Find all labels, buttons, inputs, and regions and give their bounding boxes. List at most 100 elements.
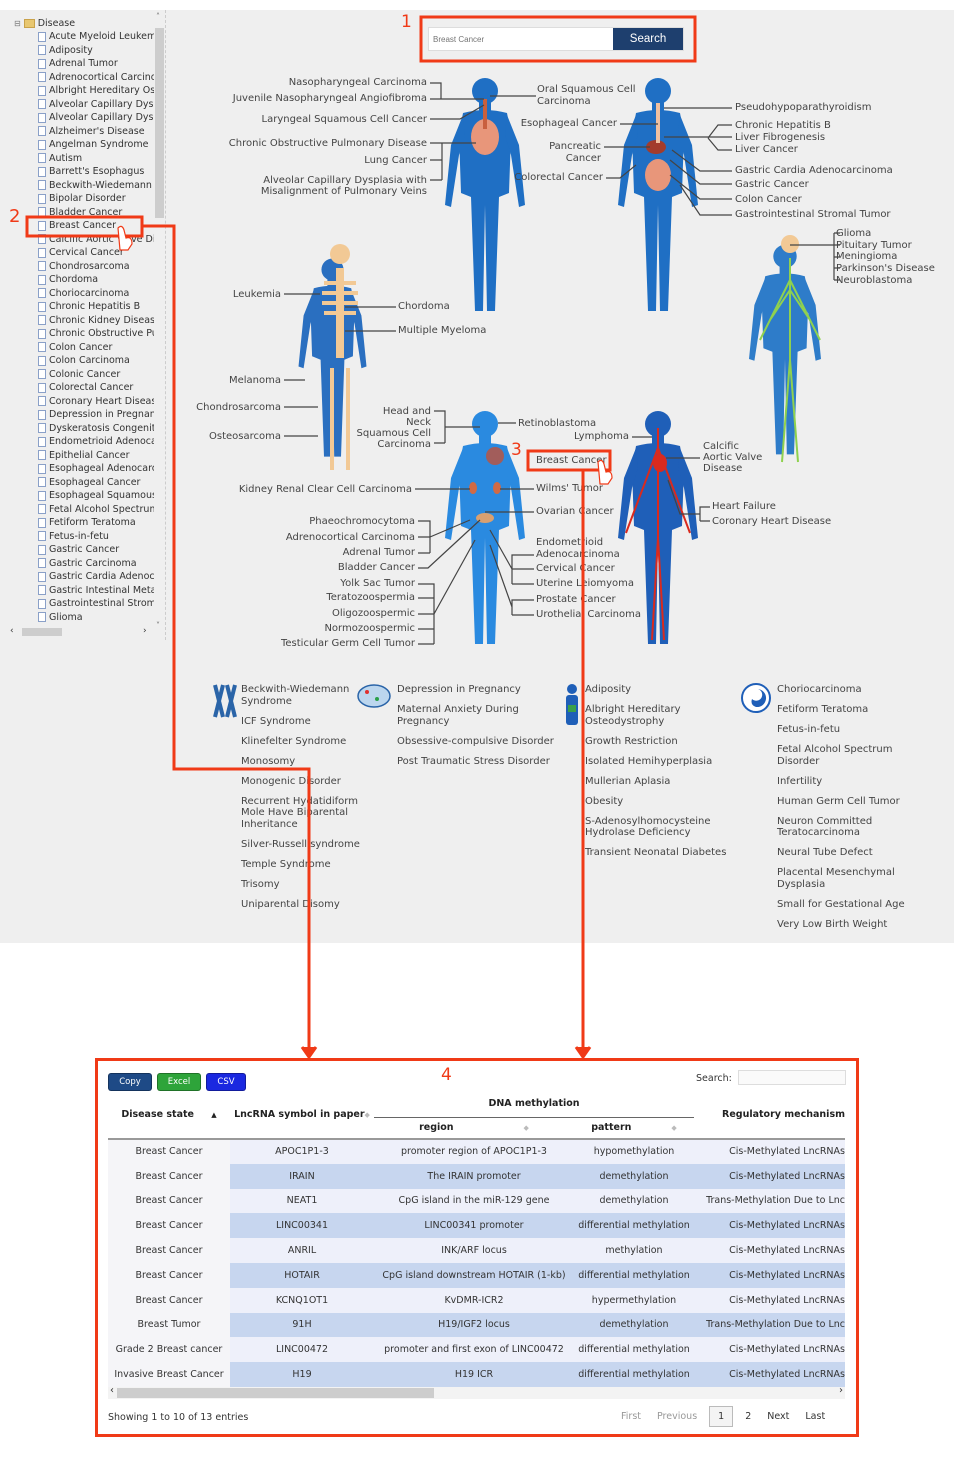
page-2-button[interactable]: 2 [745, 1411, 752, 1422]
body-label[interactable]: Phaeochromocytoma [309, 516, 415, 527]
disease-link[interactable]: Obsessive-compulsive Disorder [397, 735, 554, 747]
column-header-mechanism[interactable]: Regulatory mechanism [722, 1109, 845, 1120]
first-page-button[interactable]: First [621, 1411, 641, 1422]
disease-link[interactable]: Fetal Alcohol Spectrum Disorder [777, 744, 893, 767]
tree-item[interactable]: Angelman Syndrome [38, 138, 154, 152]
tree-item[interactable]: Fetiform Teratoma [38, 516, 154, 530]
tree-item[interactable]: Gastric Cancer [38, 543, 154, 557]
skeleton-figure[interactable] [290, 238, 375, 478]
digestive-body-figure[interactable] [608, 75, 708, 315]
body-label[interactable]: Laryngeal Squamous Cell Cancer [261, 114, 427, 125]
body-label[interactable]: Cancer [565, 153, 601, 164]
body-label[interactable]: Chondrosarcoma [196, 402, 281, 413]
body-label[interactable]: Pseudohypoparathyroidism [735, 102, 872, 113]
disease-link[interactable]: Human Germ Cell Tumor [777, 795, 900, 807]
tree-item[interactable]: Colon Cancer [38, 341, 154, 355]
tree-item[interactable]: Gastrointestinal Stromal Tumor [38, 597, 154, 611]
disease-link[interactable]: Beckwith-Wiedemann Syndrome [241, 684, 350, 707]
body-label[interactable]: Head and [382, 406, 431, 417]
body-label[interactable]: Cervical Cancer [536, 563, 615, 574]
nervous-system-figure[interactable] [740, 230, 830, 470]
disease-link[interactable]: Uniparental Disomy [241, 898, 340, 910]
disease-link[interactable]: Fetus-in-fetu [777, 724, 841, 735]
body-label[interactable]: Squamous Cell [356, 428, 431, 439]
body-label[interactable]: Meningioma [836, 251, 898, 262]
tree-item[interactable]: Choriocarcinoma [38, 287, 154, 301]
search-button[interactable]: Search [613, 28, 683, 50]
disease-link[interactable]: Mullerian Aplasia [585, 775, 671, 787]
disease-link[interactable]: ICF Syndrome [241, 715, 311, 727]
scrollbar-thumb[interactable] [155, 28, 164, 218]
body-label[interactable]: Gastric Cancer [735, 179, 809, 190]
tree-item[interactable]: Colorectal Cancer [38, 381, 154, 395]
body-label[interactable]: Neck [406, 417, 431, 428]
disease-link[interactable]: Obesity [585, 795, 624, 807]
disease-link[interactable]: Klinefelter Syndrome [241, 735, 347, 747]
tree-item[interactable]: Barrett's Esophagus [38, 165, 154, 179]
body-label[interactable]: Misalignment of Pulmonary Veins [260, 186, 427, 197]
scrollbar-thumb[interactable] [117, 1388, 434, 1398]
respiratory-body-figure[interactable] [435, 75, 535, 315]
tree-item[interactable]: Cervical Cancer [38, 246, 154, 260]
body-label[interactable]: Carcinoma [537, 96, 591, 107]
disease-link[interactable]: Growth Restriction [585, 735, 678, 747]
body-label[interactable]: Ovarian Cancer [536, 506, 614, 517]
tree-item[interactable]: Adiposity [38, 44, 154, 58]
vertical-scrollbar[interactable]: ˄ ˅ [154, 12, 165, 630]
tree-item[interactable]: Bladder Cancer [38, 206, 154, 220]
body-label[interactable]: Adrenocortical Carcinoma [285, 532, 415, 543]
tree-item[interactable]: Beckwith-Wiedemann Syndrome [38, 179, 154, 193]
tree-item[interactable]: Gastric Carcinoma [38, 557, 154, 571]
scroll-right-icon[interactable]: › [143, 626, 147, 636]
disease-link[interactable]: Fetiform Teratoma [777, 704, 869, 715]
horizontal-scrollbar[interactable]: ‹ › [8, 626, 158, 638]
csv-button[interactable]: CSV [206, 1073, 246, 1091]
tree-item[interactable]: Calcific Aortic Valve Disease [38, 233, 154, 247]
disease-link[interactable]: Placental Mesenchymal Dysplasia [777, 867, 895, 890]
page-1-button[interactable]: 1 [709, 1406, 734, 1427]
body-label[interactable]: Chordoma [398, 301, 450, 312]
body-label[interactable]: Uterine Leiomyoma [536, 578, 635, 589]
body-label[interactable]: Colorectal Cancer [514, 172, 603, 183]
tree-item[interactable]: Esophageal Squamous Cell Carcinoma [38, 489, 154, 503]
tree-item[interactable]: Colonic Cancer [38, 368, 154, 382]
body-label[interactable]: Lung Cancer [364, 155, 427, 166]
tree-item[interactable]: Chordoma [38, 273, 154, 287]
body-label[interactable]: Melanoma [228, 375, 281, 386]
tree-item[interactable]: Chondrosarcoma [38, 260, 154, 274]
disease-link[interactable]: Maternal Anxiety During Pregnancy [397, 704, 519, 727]
next-page-button[interactable]: Next [767, 1411, 790, 1422]
body-label[interactable]: Lymphoma [574, 431, 629, 442]
body-label[interactable]: Neuroblastoma [836, 275, 913, 286]
body-label[interactable]: Colon Cancer [735, 194, 802, 205]
body-label[interactable]: Wilms' Tumor [536, 483, 604, 494]
tree-item[interactable]: Adrenal Tumor [38, 57, 154, 71]
body-label[interactable]: Chronic Hepatitis B [735, 120, 831, 131]
body-label[interactable]: Kidney Renal Clear Cell Carcinoma [238, 484, 412, 495]
disease-link[interactable]: Depression in Pregnancy [397, 684, 521, 695]
disease-link[interactable]: S-Adenosylhomocysteine Hydrolase Deficie… [585, 815, 711, 839]
disease-search-input[interactable] [433, 31, 613, 47]
collapse-icon[interactable]: ⊟ [14, 19, 21, 28]
scroll-left-icon[interactable]: ‹ [110, 1385, 114, 1396]
disease-link[interactable]: Neural Tube Defect [777, 847, 873, 858]
tree-item[interactable]: Acute Myeloid Leukemia [38, 30, 154, 44]
tree-item[interactable]: Gastric Cardia Adenocarcinoma [38, 570, 154, 584]
body-label[interactable]: Gastrointestinal Stromal Tumor [735, 209, 891, 220]
body-label[interactable]: Heart Failure [712, 501, 776, 512]
tree-root[interactable]: ⊟ Disease [14, 18, 75, 29]
scroll-up-icon[interactable]: ˄ [156, 12, 160, 21]
disease-link[interactable]: Transient Neonatal Diabetes [585, 847, 727, 858]
body-label[interactable]: Prostate Cancer [536, 594, 616, 605]
disease-link[interactable]: Neuron Committed Teratocarcinoma [777, 815, 873, 839]
disease-link[interactable]: Very Low Birth Weight [777, 918, 888, 930]
body-label[interactable]: Leukemia [232, 289, 281, 300]
tree-item[interactable]: Epithelial Cancer [38, 449, 154, 463]
tree-item[interactable]: Chronic Hepatitis B [38, 300, 154, 314]
excel-button[interactable]: Excel [157, 1073, 201, 1091]
body-label[interactable]: Chronic Obstructive Pulmonary Disease [228, 138, 427, 149]
tree-item[interactable]: Endometrioid Adenocarcinoma [38, 435, 154, 449]
disease-link[interactable]: Silver-Russell syndrome [241, 838, 360, 850]
body-label[interactable]: Teratozoospermia [326, 592, 415, 603]
